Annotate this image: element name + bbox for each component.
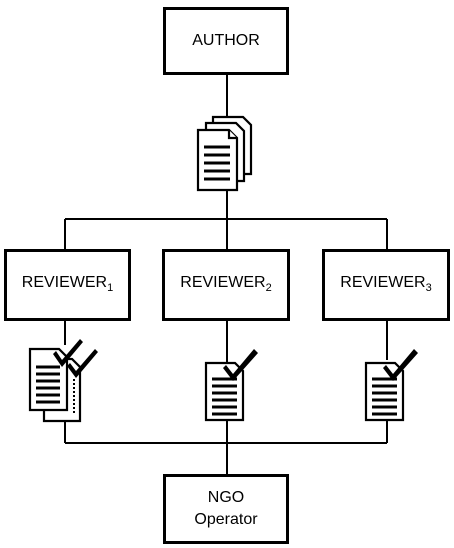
double-document-checkmark-icon — [28, 339, 98, 423]
document-checkmark-icon — [204, 349, 258, 422]
author-label: AUTHOR — [192, 32, 260, 49]
ngo-operator-box: NGO Operator — [163, 474, 289, 544]
ngo-label: NGO — [207, 489, 245, 506]
reviewer-1-box: REVIEWER1 — [4, 249, 131, 321]
document-checkmark-icon — [364, 349, 418, 422]
reviewer-1-label: REVIEWER1 — [21, 273, 114, 294]
document-stack-icon — [196, 115, 253, 192]
reviewer-2-box: REVIEWER2 — [162, 249, 290, 321]
reviewer-3-box: REVIEWER3 — [322, 249, 450, 321]
reviewer-3-label: REVIEWER3 — [340, 273, 432, 294]
author-box: AUTHOR — [163, 7, 289, 75]
reviewer-2-label: REVIEWER2 — [180, 273, 272, 294]
operator-label: Operator — [194, 511, 258, 528]
